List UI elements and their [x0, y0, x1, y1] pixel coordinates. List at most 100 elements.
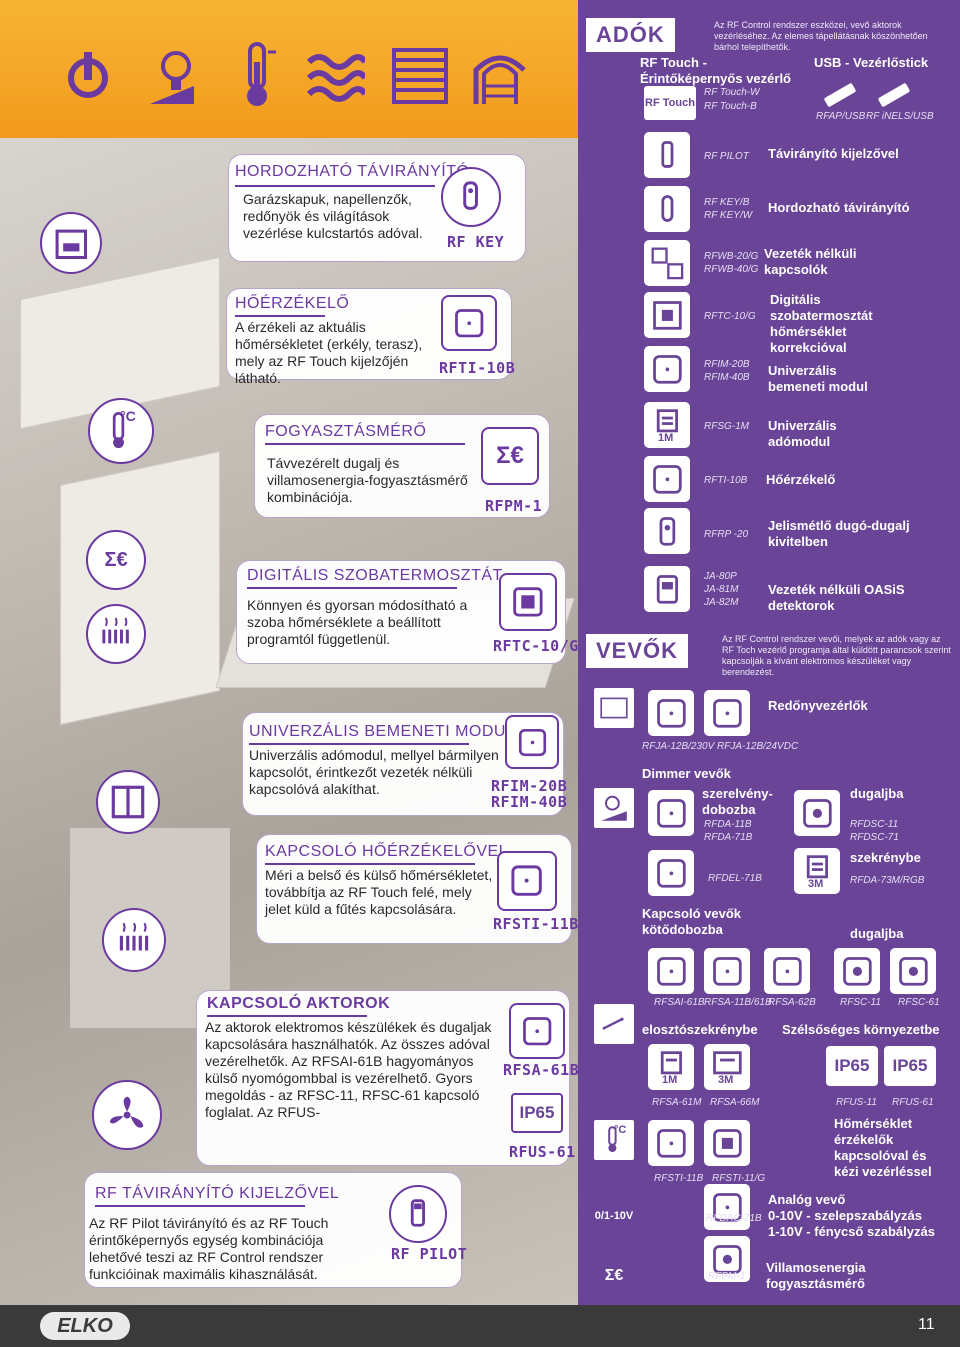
- vevok-title: VEVŐK: [586, 634, 689, 668]
- touch-model: RF Touch-B: [704, 101, 757, 112]
- footer: [0, 1305, 960, 1347]
- tx-desc: Jelismétlő dugó-dugalj kivitelben: [768, 518, 910, 549]
- switch-receiver-icon: [764, 948, 810, 994]
- switch-title: Kapcsoló vevők kötődobozba: [642, 906, 741, 937]
- tx-model: RFTI-10B: [704, 475, 748, 486]
- box-text: Távvezérelt dugalj és villamosenergia-fo…: [267, 455, 468, 505]
- socket-receiver-icon: [890, 948, 936, 994]
- tx-model: RFSG-1M: [704, 421, 749, 432]
- ip65-badge: IP65: [884, 1046, 936, 1086]
- adok-desc: Az RF Control rendszer eszközei, vevő ak…: [714, 20, 928, 52]
- extreme-model: RFUS-61: [892, 1097, 934, 1108]
- box-title: HORDOZHATÓ TÁVIRÁNYÍTÓ: [235, 163, 470, 180]
- product-label: RFTI-10B: [439, 359, 516, 377]
- blind-receiver-icon: [704, 690, 750, 736]
- box-text: Garázskapuk, napellenzők, redőnyök és vi…: [243, 191, 423, 241]
- dimmer-box-models: RFDA-11B RFDA-71B: [704, 819, 753, 843]
- switch-model: RFSC-11: [840, 997, 881, 1008]
- energy-icon: Σ€: [86, 530, 146, 590]
- tx-desc: Hordozható távirányító: [768, 200, 910, 215]
- temp-badge: °C: [614, 1124, 627, 1136]
- box-title: RF TÁVIRÁNYÍTÓ KIJELZŐVEL: [95, 1185, 340, 1202]
- rfim-box: UNIVERZÁLIS BEMENETI MODUL Univerzális a…: [242, 712, 568, 816]
- product-label: RFSTI-11B: [493, 915, 579, 933]
- box-text: Univerzális adómodul, mellyel bármilyen …: [249, 747, 499, 797]
- rfkey-icon: [644, 186, 690, 232]
- dimmer-box-title: szerelvény-dobozba: [702, 786, 773, 817]
- tx-desc: Digitális szobatermosztát hőmérséklet ko…: [770, 292, 873, 355]
- box-title: KAPCSOLÓ HŐÉRZÉKELŐVEL: [265, 843, 509, 860]
- dimmer-cab-model: RFDA-73M/RGB: [850, 875, 925, 886]
- energy-desc: Villamosenergia fogyasztásmérő: [766, 1260, 866, 1291]
- tx-model: RFTC-10/G: [704, 311, 756, 322]
- window-icon: [96, 770, 160, 834]
- dimmer-cab-title: szekrénybe: [850, 850, 921, 865]
- rfti-box: HŐÉRZÉKELŐ A érzékeli az aktuális hőmérs…: [226, 288, 516, 386]
- thermostat-icon: [644, 292, 690, 338]
- tx-desc: Univerzális bemeneti modul: [768, 363, 868, 394]
- dist-model: RFSA-61M: [652, 1097, 702, 1108]
- extreme-title: Szélsőséges környezetbe: [782, 1022, 940, 1037]
- input-module-icon: [505, 715, 559, 769]
- rftc-box: DIGITÁLIS SZOBATERMOSZTÁT Könnyen és gyo…: [236, 560, 578, 664]
- gate-icon: [470, 40, 530, 110]
- thermometer-icon: [88, 398, 154, 464]
- blind-icon: [390, 40, 450, 110]
- product-label: RFIM-20B: [491, 777, 568, 795]
- tx-badge: 1M: [658, 432, 674, 444]
- product-label: RFSA-61B: [503, 1061, 580, 1079]
- thermostat-icon: [499, 573, 557, 631]
- box-title: FOGYASZTÁSMÉRŐ: [265, 423, 427, 440]
- rfsti-box: KAPCSOLÓ HŐÉRZÉKELŐVEL Méri a belső és k…: [256, 834, 578, 944]
- box-title: DIGITÁLIS SZOBATERMOSZTÁT: [247, 567, 503, 584]
- touch-model: RF Touch-W: [704, 87, 760, 98]
- tx-model: JA-80P JA-81M JA-82M: [704, 571, 739, 608]
- rfpilot-icon: [644, 132, 690, 178]
- title-rule: [265, 863, 475, 865]
- tx-model: RF PILOT: [704, 151, 749, 162]
- tx-model: RFWB-20/G RFWB-40/G: [704, 251, 759, 275]
- box-title: UNIVERZÁLIS BEMENETI MODUL: [249, 723, 516, 740]
- box-text: Könnyen és gyorsan módosítható a szoba h…: [247, 597, 468, 647]
- ip65-badge: IP65: [511, 1093, 563, 1133]
- repeater-icon: [644, 508, 690, 554]
- tx-desc: Vezeték nélküli OASiS detektorok: [768, 582, 905, 613]
- product-label: RF KEY: [447, 233, 505, 251]
- analog-desc: Analóg vevő 0-10V - szelepszabályzás 1-1…: [768, 1192, 935, 1239]
- switch-receiver-icon: [648, 948, 694, 994]
- box-title: KAPCSOLÓ AKTOROK: [207, 995, 391, 1012]
- din-module-icon: [794, 848, 840, 894]
- top-banner: [0, 0, 578, 138]
- rfsa-box: KAPCSOLÓ AKTOROK Az aktorok elektromos k…: [196, 990, 579, 1166]
- temp-desc: Hőmérséklet érzékelők kapcsolóval és kéz…: [834, 1116, 932, 1179]
- blind-icon: [594, 688, 634, 728]
- rfpm-box: FOGYASZTÁSMÉRŐ Távvezérelt dugalj és vil…: [254, 414, 550, 518]
- switch-socket-title: dugaljba: [850, 926, 904, 941]
- title-rule: [207, 1015, 367, 1017]
- analog-model: RFDAC-71B: [706, 1213, 762, 1224]
- blinds-title: Redőnyvezérlők: [768, 698, 868, 713]
- heating-icon: [102, 908, 166, 972]
- page-number: 11: [918, 1316, 935, 1333]
- temp-switch-icon: [704, 1120, 750, 1166]
- temp-switch-icon: [648, 1120, 694, 1166]
- input-module-icon: [644, 346, 690, 392]
- switch-actor-icon: [509, 1003, 565, 1059]
- temp-badge-label: °C: [120, 408, 136, 424]
- dist-title: elosztószekrénybe: [642, 1022, 758, 1037]
- dimmer-socket-title: dugaljba: [850, 786, 904, 801]
- usb-stick-icon: [818, 76, 862, 108]
- energy-meter-icon: Σ€: [481, 427, 539, 485]
- heating-icon: [305, 40, 368, 110]
- dimmer-box-icon: [648, 790, 694, 836]
- temp-model: RFSTI-11/G: [712, 1173, 766, 1184]
- rfpilot-box: RF TÁVIRÁNYÍTÓ KIJELZŐVEL Az RF Pilot tá…: [84, 1172, 467, 1288]
- dist-model: RFSA-66M: [710, 1097, 760, 1108]
- rfkey-box: HORDOZHATÓ TÁVIRÁNYÍTÓ Garázskapuk, nape…: [228, 154, 526, 262]
- rfkey-icon: [441, 167, 501, 227]
- ip65-badge: IP65: [826, 1046, 878, 1086]
- product-label: RFTC-10/G: [493, 637, 579, 655]
- tx-desc: Vezeték nélküli kapcsolók: [764, 246, 857, 277]
- box-text: Méri a belső és külső hőmérsékletet, tov…: [265, 867, 493, 917]
- light-dimmer-icon: [150, 40, 210, 110]
